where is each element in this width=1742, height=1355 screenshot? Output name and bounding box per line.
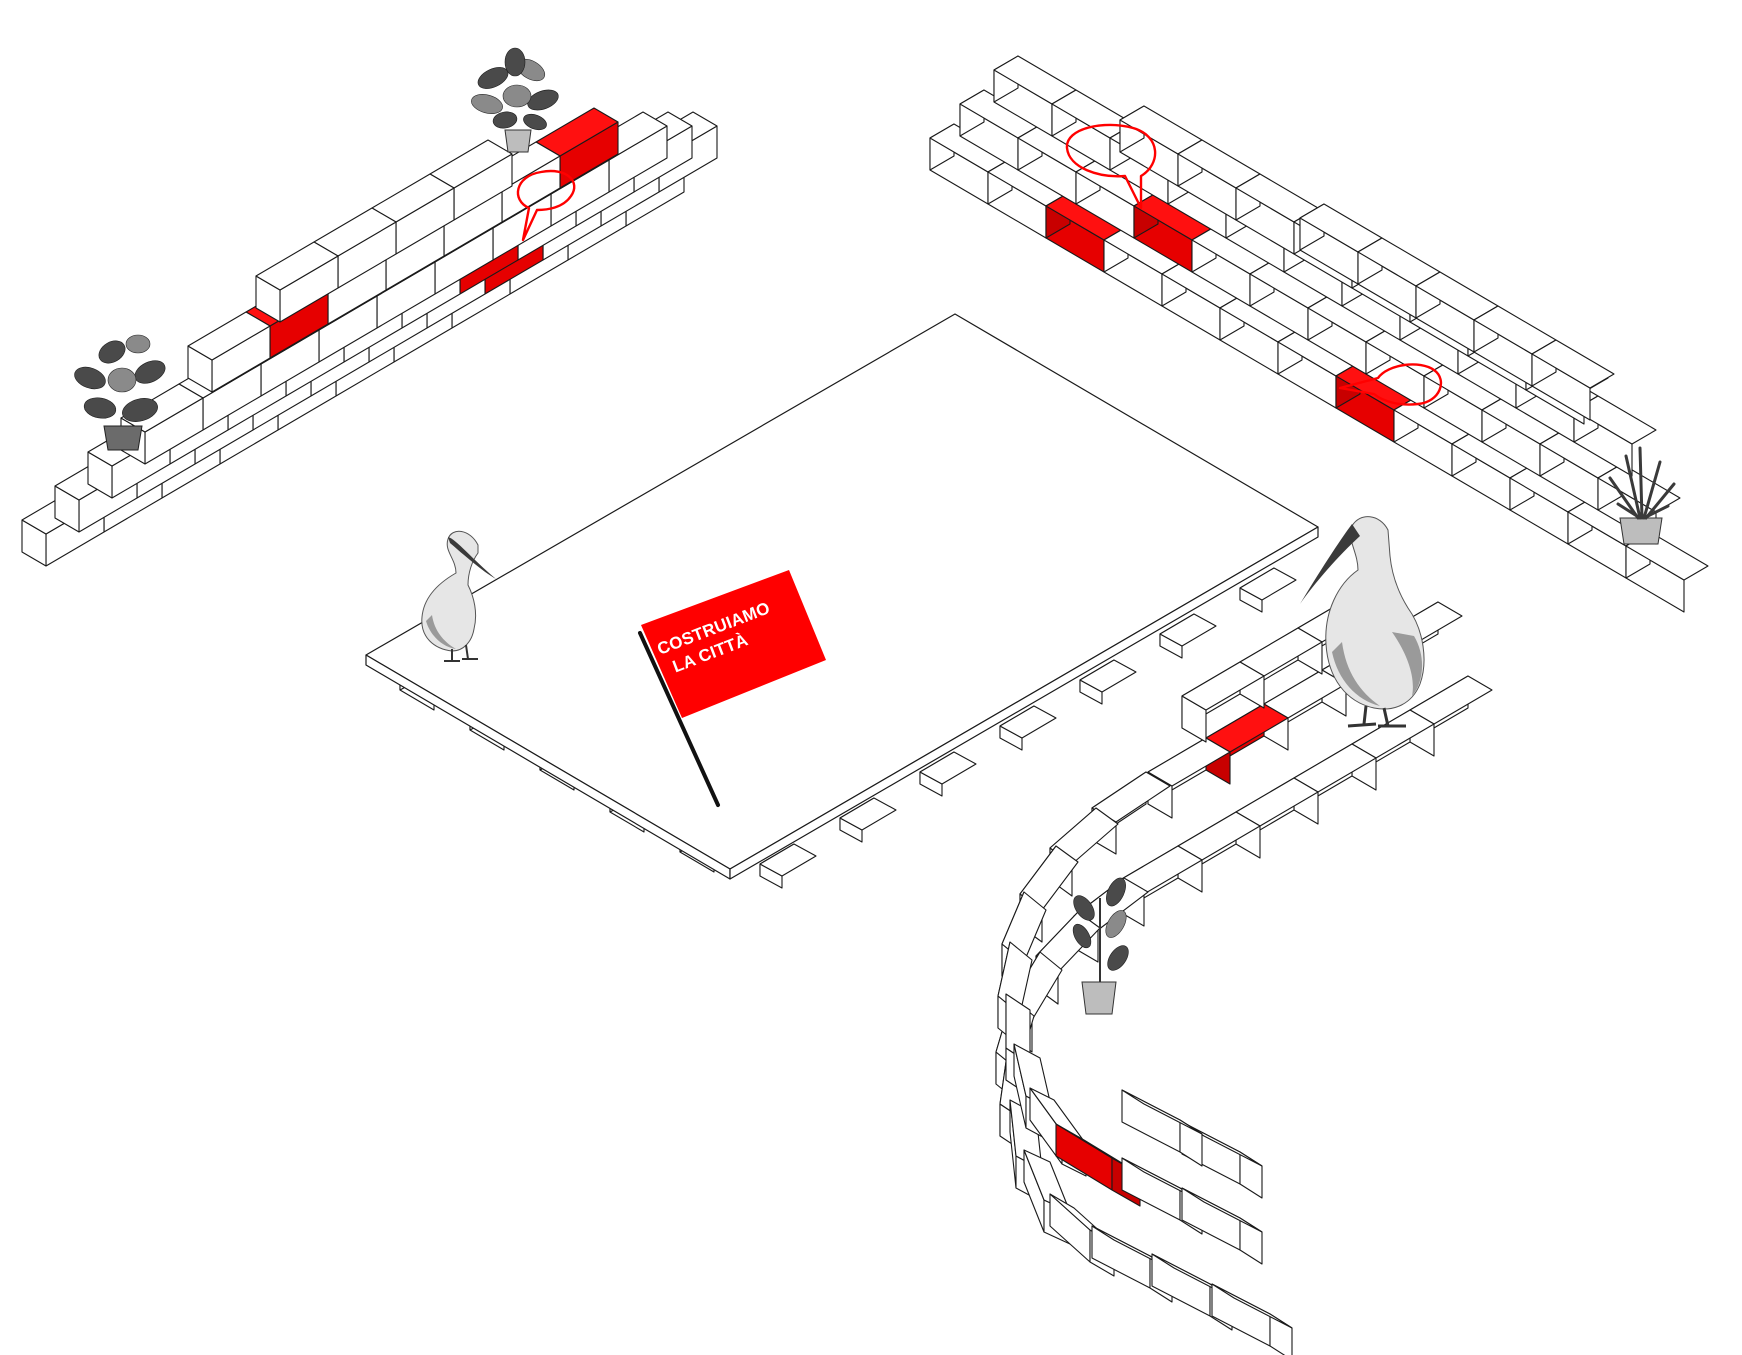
potted-plant-icon [1072, 877, 1129, 1015]
flag-pole [638, 631, 720, 807]
wall-brick [1509, 463, 1593, 545]
brick-face-top [255, 241, 339, 291]
brick-face-top [919, 751, 977, 785]
speech-bubble-icon [1338, 363, 1443, 406]
central-platform [365, 313, 1319, 889]
wall-brick [1191, 225, 1275, 307]
wall-brick [1451, 429, 1535, 511]
wall-brick [1335, 361, 1419, 443]
wall-brick [1147, 737, 1231, 819]
wall-brick [1177, 139, 1261, 221]
brick-face-top [1181, 1121, 1263, 1167]
platform-support [999, 705, 1057, 751]
brick-face-front [1211, 1283, 1271, 1347]
wall-brick [1177, 811, 1261, 893]
wall-brick [1299, 203, 1383, 285]
platform-support [1159, 613, 1217, 659]
brick-face-front [1121, 1157, 1181, 1221]
brick-face-front [1049, 1193, 1091, 1263]
wall-brick [993, 55, 1077, 137]
platform-support [759, 843, 817, 889]
wall-brick [1103, 225, 1187, 307]
wall-brick [1051, 89, 1135, 171]
speech-bubble-icon [1065, 123, 1157, 210]
wall-brick [1017, 123, 1101, 205]
wall-brick [1205, 703, 1289, 785]
brick-face-front [1055, 1123, 1113, 1191]
wall-brick [1531, 339, 1615, 421]
platform-support [1239, 567, 1297, 613]
brick-face-front [1151, 1253, 1211, 1317]
brick-face-top [1531, 339, 1615, 389]
wall-brick [1481, 395, 1565, 477]
wall-brick [1211, 1283, 1293, 1355]
brick-face-top [1121, 1089, 1203, 1135]
brick-face-front [1181, 1187, 1241, 1251]
wall-brick [1365, 327, 1449, 409]
wall-brick [1181, 1187, 1263, 1265]
brick-wall-curved [995, 593, 1493, 1355]
brick-wall-northeast [929, 55, 1709, 613]
speech-bubble-icon [516, 169, 576, 242]
brick-face-top [1239, 567, 1297, 601]
brick-wall-northwest [21, 107, 718, 567]
wall-brick [959, 89, 1043, 171]
wall-brick [1409, 675, 1493, 757]
brick-face-top [1181, 1187, 1263, 1233]
brick-face-top [1211, 1283, 1293, 1329]
wall-brick [1119, 105, 1203, 187]
brick-face-side [1269, 1313, 1293, 1355]
wall-brick [1045, 191, 1129, 273]
wall-brick [1263, 669, 1347, 751]
brick-face-top [759, 843, 817, 877]
brick-face-front [1121, 1089, 1181, 1153]
platform-support [1079, 659, 1137, 705]
wall-brick [1567, 497, 1651, 579]
brick-face-top [1159, 613, 1217, 647]
flag-banner [641, 570, 826, 718]
wall-brick [1219, 293, 1303, 375]
brick-face-top [1147, 737, 1231, 787]
pelican-icon [1300, 516, 1425, 728]
brick-face-top [1181, 661, 1265, 711]
wall-brick [1473, 305, 1557, 387]
wall-brick [1181, 1121, 1263, 1199]
potted-plant-icon [1608, 446, 1676, 545]
brick-face-front [1091, 1225, 1151, 1289]
wall-brick [1181, 661, 1265, 743]
brick-face-top [839, 797, 897, 831]
brick-face-top [999, 705, 1057, 739]
wall-brick [1075, 157, 1159, 239]
pelican-icon [421, 530, 496, 662]
wall-brick [187, 311, 271, 393]
potted-plant-icon [74, 334, 166, 451]
wall-brick [1393, 395, 1477, 477]
wall-brick [1249, 259, 1333, 341]
platform-edge-right [729, 526, 1319, 880]
wall-brick [1121, 1089, 1203, 1167]
wall-brick [1415, 271, 1499, 353]
wall-brick [255, 241, 339, 323]
wall-brick [1235, 777, 1319, 859]
platform-support [839, 797, 897, 843]
wall-brick [1293, 743, 1377, 825]
wall-brick [1357, 237, 1441, 319]
brick-face-top [187, 311, 271, 361]
potted-plant-icon [471, 47, 559, 153]
platform-support [919, 751, 977, 797]
brick-face-top [1079, 659, 1137, 693]
